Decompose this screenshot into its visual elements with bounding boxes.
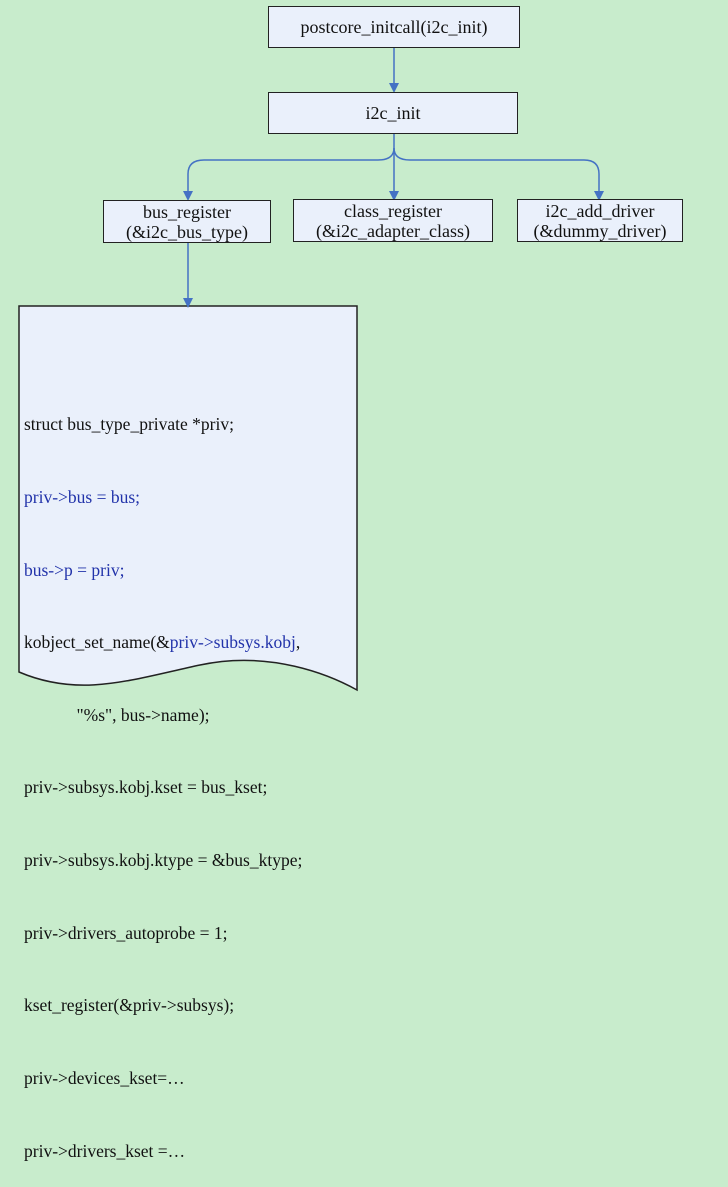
code-line: priv->subsys.kobj.kset = bus_kset;: [24, 777, 268, 798]
arrow-init-to-add-driver: [393, 147, 604, 201]
node-i2c-init-label: i2c_init: [365, 103, 421, 123]
code-line: priv->drivers_kset =…: [24, 1140, 186, 1161]
arrow-init-to-bus-register: [183, 134, 395, 201]
node-bus-register-line1: bus_register: [143, 201, 231, 222]
code-line: "%s", bus->name);: [24, 704, 210, 725]
code-line: priv->subsys.kobj.ktype = &bus_ktype;: [24, 850, 303, 871]
code-line: kset_register(&priv->subsys);: [24, 995, 235, 1016]
code-line: priv->devices_kset=…: [24, 1067, 185, 1088]
node-postcore-initcall: postcore_initcall(i2c_init): [268, 6, 520, 48]
code-line: priv->bus = bus;: [24, 487, 140, 508]
node-i2c-add-driver: i2c_add_driver (&dummy_driver): [517, 199, 683, 242]
code-line: struct bus_type_private *priv;: [24, 414, 234, 435]
node-class-register: class_register (&i2c_adapter_class): [293, 199, 493, 242]
code-line: kobject_set_name(&priv->subsys.kobj,: [24, 630, 302, 654]
node-i2c-add-driver-line2: (&dummy_driver): [533, 220, 667, 241]
node-bus-register: bus_register (&i2c_bus_type): [103, 200, 271, 243]
node-bus-register-line2: (&i2c_bus_type): [126, 221, 248, 242]
code-line-highlight: priv->subsys.kobj: [169, 632, 296, 653]
diagram-canvas: [18, 48, 604, 692]
code-line: bus->p = priv;: [24, 559, 125, 580]
node-class-register-line2: (&i2c_adapter_class): [316, 220, 470, 241]
code-line: priv->drivers_autoprobe = 1;: [24, 922, 228, 943]
node-class-register-line1: class_register: [344, 200, 442, 221]
code-line-prefix: kobject_set_name(&: [24, 632, 170, 653]
node-i2c-init: i2c_init: [268, 92, 518, 134]
code-line-suffix: ,: [295, 632, 301, 653]
node-i2c-add-driver-line1: i2c_add_driver: [545, 200, 655, 221]
code-block: struct bus_type_private *priv; priv->bus…: [24, 364, 302, 1187]
code-document-shape: [18, 305, 358, 692]
node-postcore-label: postcore_initcall(i2c_init): [300, 17, 488, 37]
